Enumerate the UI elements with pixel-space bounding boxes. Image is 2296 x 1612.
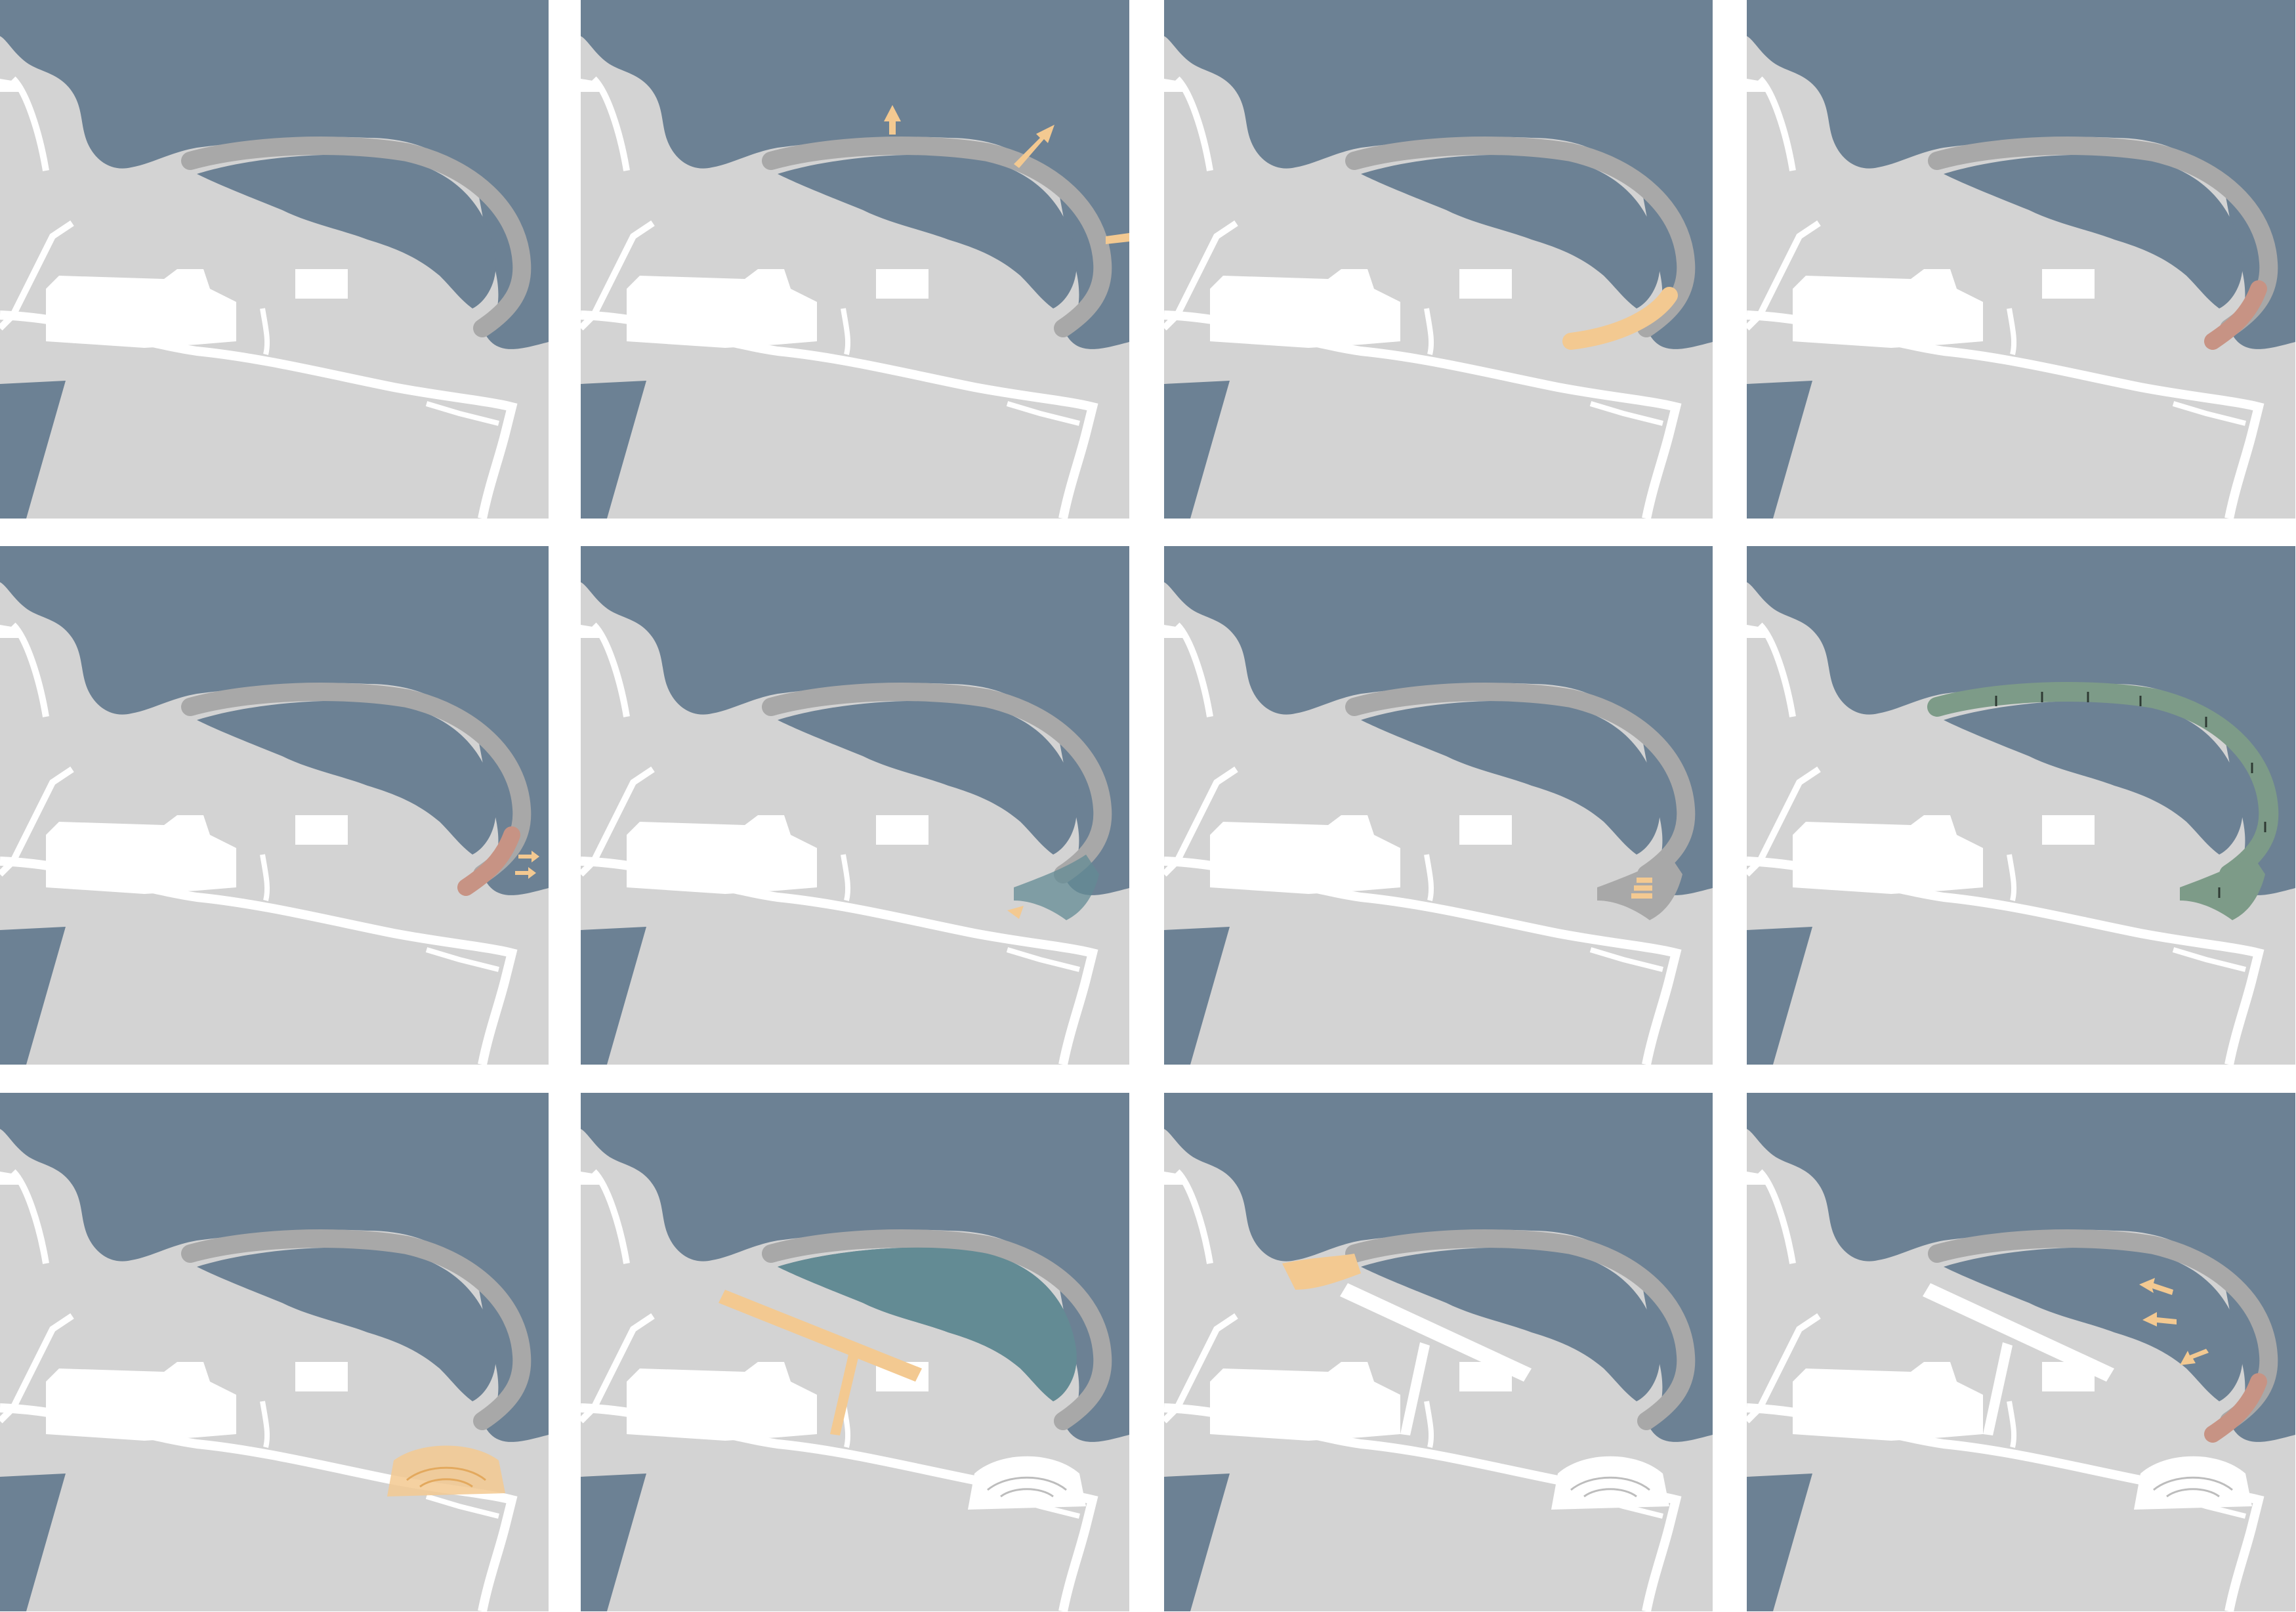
site-map: [1747, 0, 2295, 519]
orange-steps: [1631, 878, 1652, 899]
diagram-panel: [581, 546, 1129, 1065]
diagram-panel: [1164, 1093, 1713, 1611]
site-map: [1164, 546, 1713, 1065]
base-map: [1747, 1093, 2295, 1611]
base-map: [581, 0, 1129, 519]
arrows-out: [884, 105, 1129, 244]
diagram-panel: [1164, 0, 1713, 519]
site-map: [0, 546, 549, 1065]
site-map: [1747, 546, 2295, 1065]
diagram-panel: [1747, 0, 2295, 519]
tree-marks: [1995, 692, 2266, 898]
base-map: [0, 1093, 549, 1611]
diagram-panel: [1164, 546, 1713, 1065]
base-map: [1164, 1093, 1713, 1611]
teal-pool: [778, 1247, 1077, 1401]
orange-pier: [719, 1290, 922, 1435]
arrows-in: [2139, 1278, 2209, 1365]
base-map: [1164, 0, 1713, 519]
site-map: [581, 546, 1129, 1065]
base-map: [1747, 0, 2295, 519]
orange-amphitheater: [387, 1445, 505, 1496]
site-map: [0, 0, 549, 519]
base-map: [581, 546, 1129, 1065]
diagram-panel: [0, 546, 549, 1065]
diagram-panel: [581, 1093, 1129, 1611]
terracotta-segment: [2204, 280, 2267, 350]
site-map: [0, 1093, 549, 1611]
base-map: [1747, 546, 2295, 1065]
site-map: [1164, 0, 1713, 519]
diagram-panel: [0, 0, 549, 519]
base-map: [1164, 546, 1713, 1065]
white-amphitheater: [1551, 1456, 1669, 1510]
small-arrows: [515, 851, 539, 879]
teal-spur: [1014, 855, 1099, 920]
site-map: [581, 1093, 1129, 1611]
base-map: [0, 0, 549, 519]
orange-beach: [1282, 1254, 1361, 1290]
orange-arc-segment: [1562, 287, 1678, 350]
white-amphitheater: [968, 1456, 1086, 1510]
diagram-panel: [0, 1093, 549, 1611]
base-map: [0, 546, 549, 1065]
white-amphitheater: [2134, 1456, 2252, 1510]
site-map: [1164, 1093, 1713, 1611]
white-pier: [1923, 1283, 2114, 1435]
site-map: [1747, 1093, 2295, 1611]
terracotta-segment: [2204, 1373, 2267, 1443]
white-pier: [1340, 1283, 1532, 1435]
diagram-panel: [1747, 546, 2295, 1065]
site-map: [581, 0, 1129, 519]
terracotta-segment: [457, 826, 520, 896]
orange-dot: [1007, 906, 1024, 919]
diagram-panel: [581, 0, 1129, 519]
diagram-panel: [1747, 1093, 2295, 1611]
